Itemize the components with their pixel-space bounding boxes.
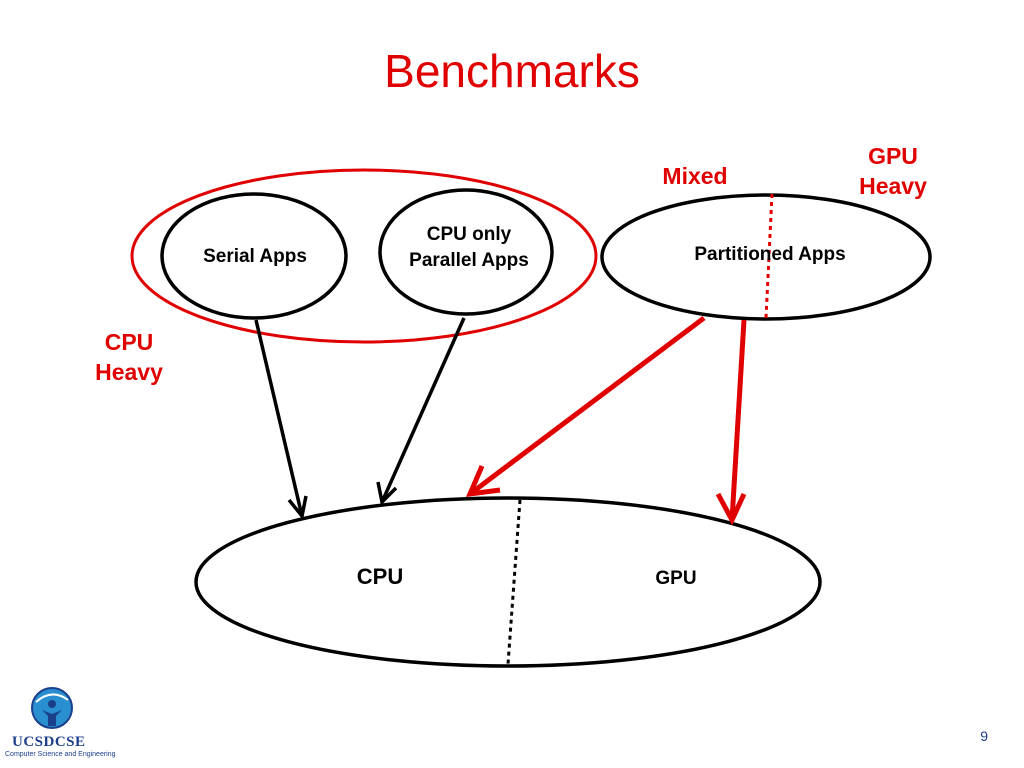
parallel-to-cpu-arrowhead xyxy=(376,481,398,506)
gpu-label: GPU xyxy=(655,568,697,589)
cpu-heavy-label-line2: Heavy xyxy=(95,359,163,385)
partitioned-to-gpu-arrowhead xyxy=(715,492,747,526)
parallel-to-cpu-arrow xyxy=(380,317,466,503)
cpu-heavy-group-outline xyxy=(130,168,598,344)
cpu-only-label-line2: Parallel Apps xyxy=(409,250,529,271)
serial-to-cpu-arrow xyxy=(254,319,304,517)
gpu-heavy-label-line1: GPU xyxy=(868,143,918,169)
serial-to-cpu-arrowhead xyxy=(287,495,308,520)
cpu-gpu-divider xyxy=(506,499,522,665)
partitioned-apps-node xyxy=(600,193,932,321)
page-number: 9 xyxy=(980,728,988,744)
partitioned-to-cpu-arrow xyxy=(468,316,706,496)
cpu-heavy-label-line1: CPU xyxy=(104,329,154,355)
logo-subtitle: Computer Science and Engineering xyxy=(5,751,116,758)
logo-text: UCSDCSE xyxy=(12,734,86,750)
partitioned-to-gpu-arrow xyxy=(729,319,747,521)
cpu-label: CPU xyxy=(356,564,404,589)
ucsd-cse-logo: UCSDCSE Computer Science and Engineering xyxy=(4,680,116,765)
partitioned-apps-label: Partitioned Apps xyxy=(694,244,846,265)
logo-emblem-icon xyxy=(31,687,73,729)
cpu-only-parallel-apps-node xyxy=(378,188,554,316)
gpu-heavy-label-line2: Heavy xyxy=(859,173,927,199)
slide-title: Benchmarks xyxy=(384,45,640,97)
serial-apps-label: Serial Apps xyxy=(203,246,307,267)
serial-apps-node xyxy=(160,192,348,320)
cpu-gpu-node xyxy=(194,496,822,668)
mixed-label: Mixed xyxy=(662,163,728,189)
partitioned-to-cpu-arrowhead xyxy=(465,465,501,498)
cpu-only-label-line1: CPU only xyxy=(426,224,512,245)
